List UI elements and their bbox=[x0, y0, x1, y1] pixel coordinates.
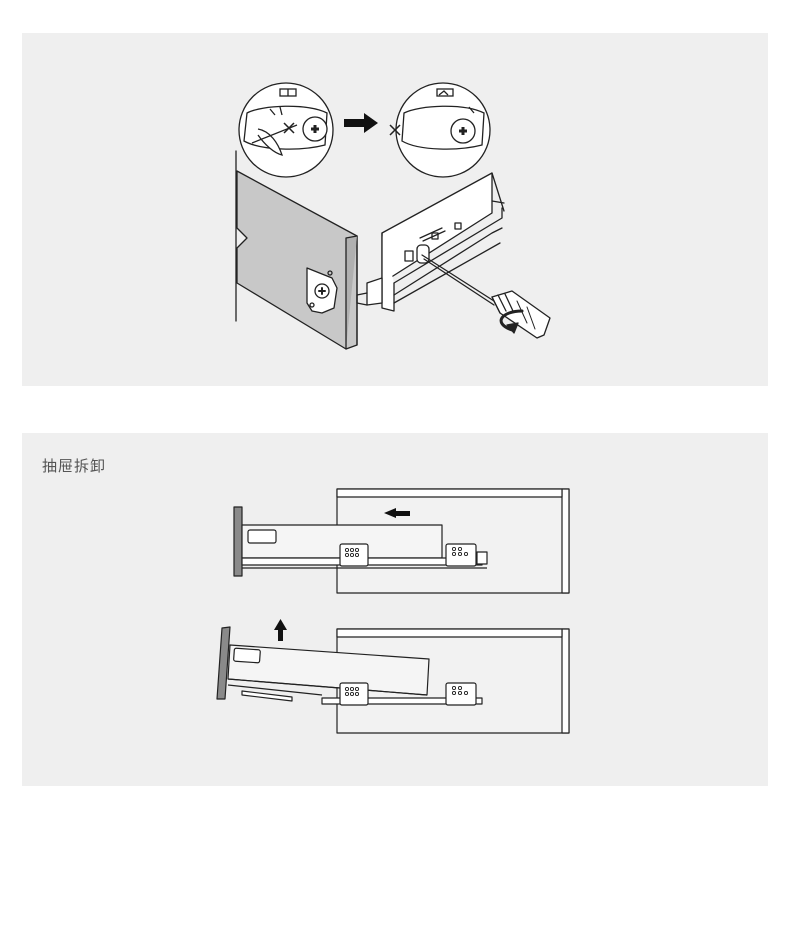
drawer-step-1 bbox=[233, 506, 488, 577]
section-title: 抽屉拆卸 bbox=[42, 457, 107, 475]
drawer-step-2 bbox=[216, 626, 483, 706]
arrow-up-icon bbox=[274, 619, 287, 641]
install-detail-diagram bbox=[235, 82, 551, 350]
rotate-arrow-icon bbox=[499, 309, 524, 334]
front-bracket bbox=[306, 267, 338, 314]
detail-callouts bbox=[238, 82, 491, 178]
screwdriver bbox=[421, 254, 551, 339]
drawer-side-board bbox=[236, 170, 358, 350]
arrow-right-icon bbox=[344, 113, 378, 133]
drawer-front bbox=[233, 506, 243, 577]
detail-after-circle bbox=[395, 82, 491, 178]
arrow-left-icon bbox=[384, 508, 410, 518]
drawer-removal-diagram bbox=[216, 488, 570, 734]
slide-rail bbox=[356, 172, 505, 312]
install-detail-panel bbox=[22, 33, 768, 386]
drawer-front bbox=[216, 626, 231, 700]
drawer-removal-panel: 抽屉拆卸 bbox=[22, 433, 768, 786]
